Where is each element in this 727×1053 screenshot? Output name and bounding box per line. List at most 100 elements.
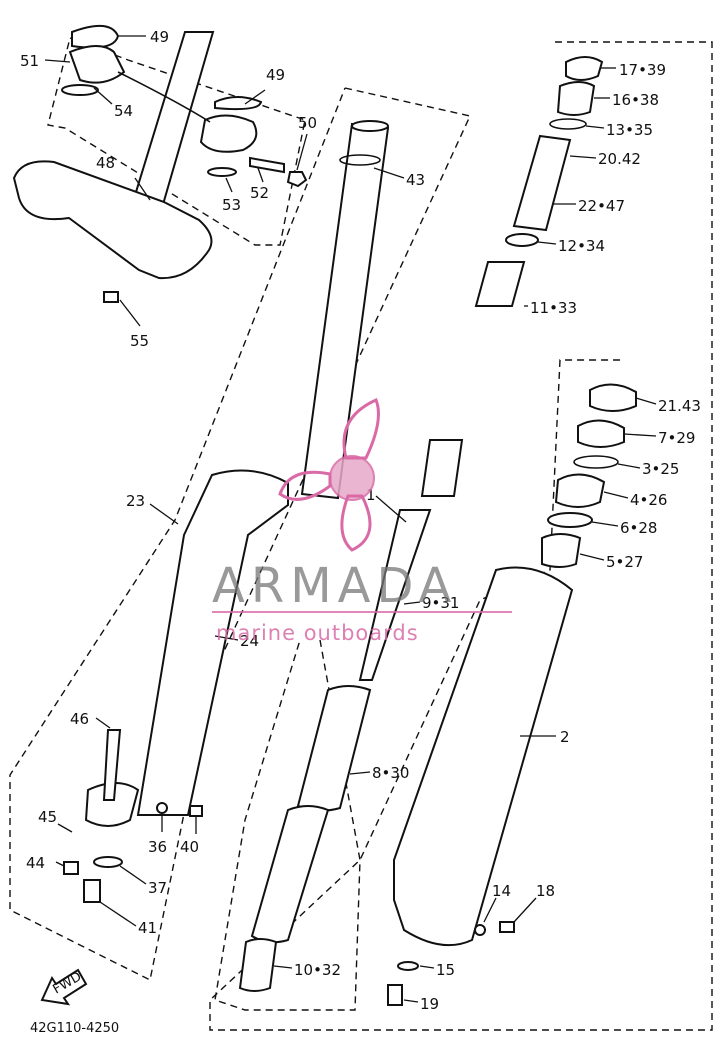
callout-37: 37	[148, 879, 167, 897]
washer-36	[156, 802, 168, 814]
bolt-52	[249, 156, 285, 174]
callout-3-25: 3•25	[642, 460, 679, 478]
leader-41	[99, 901, 137, 927]
clip-3	[573, 455, 619, 469]
leader-2042	[569, 155, 597, 159]
callout-48: 48	[96, 154, 115, 172]
callout-13-35: 13•35	[606, 121, 653, 139]
damper-rod-9	[358, 509, 432, 681]
tube-lower	[250, 805, 330, 944]
armada-watermark: ARMADA marine outboards	[212, 397, 512, 645]
callout-53: 53	[222, 196, 241, 214]
cap-bolt-16	[556, 81, 596, 116]
leader-48	[134, 177, 151, 201]
callout-54: 54	[114, 102, 133, 120]
washer-15	[397, 961, 419, 971]
callout-4-26: 4•26	[630, 491, 667, 509]
leader-23	[149, 503, 179, 525]
left-fork-assembly	[63, 120, 390, 903]
callout-23: 23	[126, 492, 145, 510]
spring-11	[474, 261, 526, 307]
leader-2143	[635, 397, 657, 405]
leader-50	[296, 133, 308, 171]
callout-46: 46	[70, 710, 89, 728]
callout-50: 50	[298, 114, 317, 132]
steering-parts-outline	[47, 37, 306, 246]
callout-14: 14	[492, 882, 511, 900]
dust-seal-7	[577, 419, 625, 448]
leader-lines	[44, 35, 657, 1003]
fwd-arrow-shape	[40, 968, 88, 1006]
callout-55: 55	[130, 332, 149, 350]
drain-bolt-19	[387, 984, 403, 1006]
steering-stem-assembly	[12, 25, 308, 303]
callout-9-31: 9•31	[422, 594, 459, 612]
callout-labels: 49 51 54 49 50 48 52 53 55 43 17•39 16•3…	[20, 28, 701, 1013]
leader-54	[93, 87, 113, 105]
leader-46	[95, 717, 111, 729]
callout-49a: 49	[150, 28, 169, 46]
leader-45	[57, 823, 73, 833]
washer-12	[505, 233, 539, 247]
callout-52: 52	[250, 184, 269, 202]
washer-54	[61, 84, 99, 96]
callout-20-42: 20.42	[598, 150, 641, 168]
callout-49b: 49	[266, 66, 285, 84]
leader-426	[603, 491, 629, 499]
leader-628	[591, 521, 619, 527]
nut-44	[63, 861, 79, 875]
callout-51: 51	[20, 52, 39, 70]
leader-53	[225, 177, 233, 193]
right-fork-assembly	[387, 56, 637, 1006]
callout-8-30: 8•30	[372, 764, 409, 782]
leader-1335	[585, 125, 605, 129]
callout-2: 2	[560, 728, 570, 746]
callout-21-43: 21.43	[658, 397, 701, 415]
leader-729	[623, 433, 657, 437]
cap-17	[565, 56, 604, 81]
washer-6	[547, 512, 593, 528]
upper-bracket	[68, 45, 126, 84]
callout-44: 44	[26, 854, 45, 872]
cable-holder	[199, 114, 258, 153]
bushing-5	[541, 533, 582, 568]
leader-37	[119, 865, 147, 885]
callout-7-29: 7•29	[658, 429, 695, 447]
tube-top	[351, 120, 389, 132]
leader-18	[513, 897, 537, 923]
watermark-tagline: marine outboards	[216, 621, 419, 645]
callout-16-38: 16•38	[612, 91, 659, 109]
leader-52	[257, 167, 264, 183]
bolt-55	[103, 291, 119, 303]
tube-8	[296, 685, 372, 812]
leader-1	[375, 495, 407, 523]
inner-parts	[238, 261, 526, 992]
bolt-41	[83, 879, 101, 903]
outer-tube-2	[393, 566, 574, 947]
leader-49b	[244, 89, 266, 105]
leader-55	[119, 299, 141, 327]
washer-14	[474, 924, 486, 936]
inner-tube-outline	[214, 639, 361, 1011]
fwd-arrow: FWD	[40, 968, 88, 1006]
leader-14	[483, 897, 497, 923]
oring-13	[549, 118, 587, 130]
leader-1234	[537, 241, 557, 245]
callout-36: 36	[148, 838, 167, 856]
leader-931	[403, 601, 421, 605]
callout-10-32: 10•32	[294, 961, 341, 979]
leader-1032	[273, 965, 293, 969]
watermark-brand: ARMADA	[212, 558, 457, 614]
leader-24	[214, 635, 239, 641]
callout-19: 19	[420, 995, 439, 1013]
washer-37	[93, 856, 123, 868]
callout-22-47: 22•47	[578, 197, 625, 215]
propeller-logo-icon	[278, 397, 380, 552]
callout-40: 40	[180, 838, 199, 856]
callout-5-27: 5•27	[606, 553, 643, 571]
nut-50	[286, 171, 308, 188]
callout-45: 45	[38, 808, 57, 826]
drawing-code: 42G110-4250	[30, 1021, 119, 1036]
callout-1: 1	[366, 486, 376, 504]
